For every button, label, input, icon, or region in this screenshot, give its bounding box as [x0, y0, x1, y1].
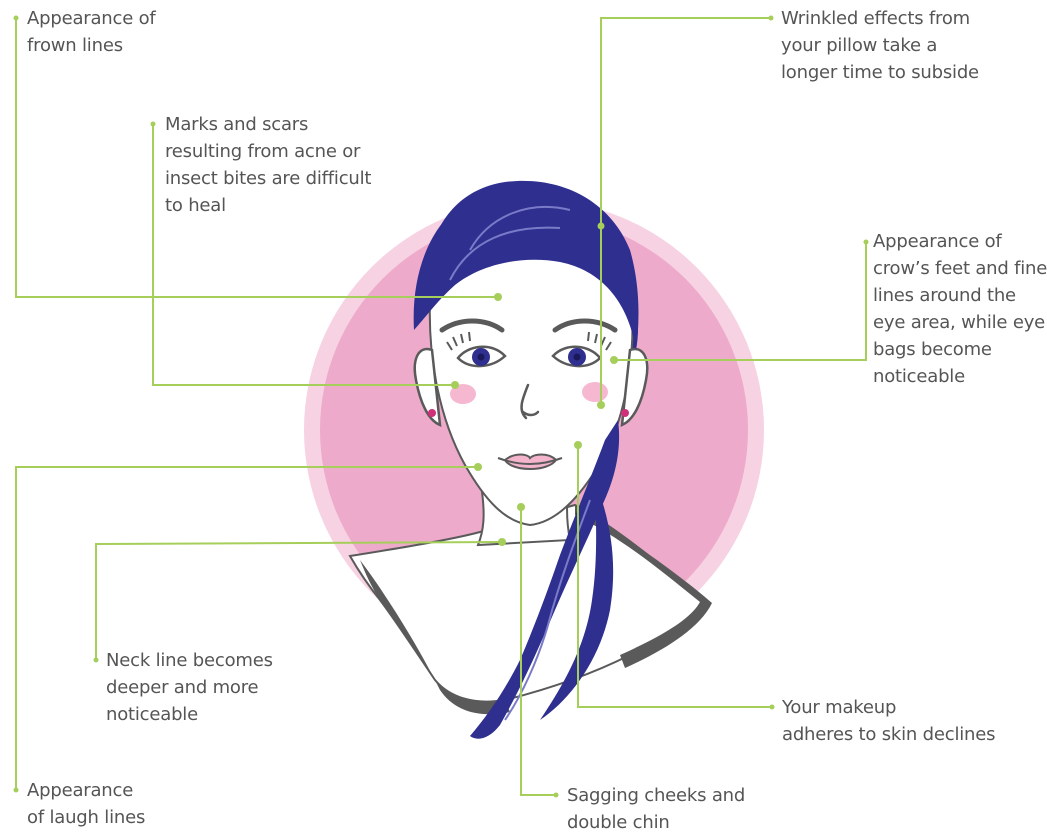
dot-neck-label	[94, 658, 99, 663]
dot-sagging-label	[554, 793, 559, 798]
annotation-line: frown lines	[27, 32, 156, 59]
annotation-line: bags become	[873, 336, 1047, 363]
annotation-line: Neck line becomes	[106, 647, 273, 674]
annotation-line: noticeable	[873, 363, 1047, 390]
earring-left	[428, 409, 436, 417]
annotation-line: to heal	[165, 192, 371, 219]
annotation-line: resulting from acne or	[165, 138, 371, 165]
earring-right	[621, 409, 629, 417]
annotation-acne-scars: Marks and scars resulting from acne or i…	[165, 111, 371, 219]
dot-sagging-face	[517, 503, 525, 511]
annotation-line: Wrinkled effects from	[781, 5, 979, 32]
dot-laugh-face	[474, 463, 482, 471]
annotation-sagging: Sagging cheeks and double chin	[567, 782, 745, 836]
dot-acne-face	[451, 381, 459, 389]
dot-neck-face	[498, 538, 506, 546]
annotation-line: Appearance	[27, 777, 145, 804]
dot-frown-lines-face	[494, 293, 502, 301]
dot-frown-lines-label	[14, 16, 19, 21]
annotation-line: your pillow take a	[781, 32, 979, 59]
annotation-line: lines around the	[873, 282, 1047, 309]
annotation-line: Appearance of	[873, 228, 1047, 255]
dot-makeup-face	[574, 441, 582, 449]
pupil-right	[574, 354, 581, 361]
annotation-line: noticeable	[106, 701, 273, 728]
annotation-line: longer time to subside	[781, 59, 979, 86]
annotation-line: eye area, while eye	[873, 309, 1047, 336]
annotation-laugh-lines: Appearance of laugh lines	[27, 777, 145, 831]
annotation-line: insect bites are difficult	[165, 165, 371, 192]
annotation-line: Marks and scars	[165, 111, 371, 138]
annotation-pillow-wrinkles: Wrinkled effects from your pillow take a…	[781, 5, 979, 86]
dot-pillow-face	[597, 401, 605, 409]
dot-laugh-label	[14, 788, 19, 793]
dot-makeup-label	[770, 705, 775, 710]
pupil-left	[478, 354, 485, 361]
annotation-line: Appearance of	[27, 5, 156, 32]
annotation-frown-lines: Appearance of frown lines	[27, 5, 156, 59]
dot-crows-label	[864, 240, 869, 245]
blush-right	[582, 382, 608, 402]
annotation-crows-feet: Appearance of crow’s feet and fine lines…	[873, 228, 1047, 390]
annotation-line: of laugh lines	[27, 804, 145, 831]
dot-crows-face	[610, 356, 618, 364]
annotation-line: deeper and more	[106, 674, 273, 701]
dot-pillow-mid	[598, 223, 605, 230]
annotation-line: crow’s feet and fine	[873, 255, 1047, 282]
annotation-makeup: Your makeup adheres to skin declines	[782, 694, 995, 748]
dot-acne-label	[151, 122, 156, 127]
annotation-line: Your makeup	[782, 694, 995, 721]
annotation-line: adheres to skin declines	[782, 721, 995, 748]
dot-pillow-label	[769, 16, 774, 21]
annotation-neck-line: Neck line becomes deeper and more notice…	[106, 647, 273, 728]
annotation-line: Sagging cheeks and	[567, 782, 745, 809]
